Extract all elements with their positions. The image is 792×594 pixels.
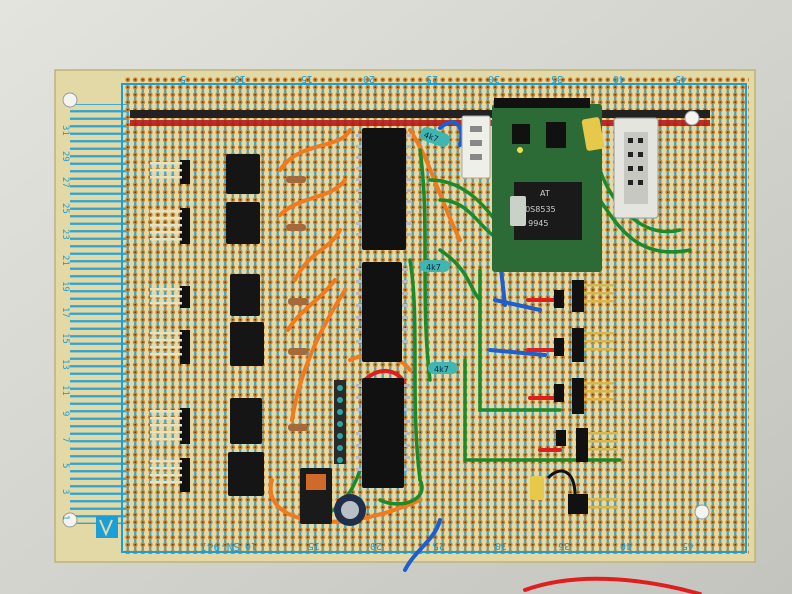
border-trace: [121, 83, 747, 553]
pin-header-right-4: [576, 428, 618, 462]
mounting-hole: [62, 92, 78, 108]
dip-ic-middle: [356, 262, 408, 362]
pin-header-left-4: [150, 330, 190, 364]
left-scale: 31 29 27 25 23 21 19 17 15 13 11 9 7 5 3…: [60, 125, 70, 520]
module-ic-small: [512, 124, 530, 144]
pin-header-left-5: [150, 408, 190, 444]
scale-label: 15: [308, 540, 320, 551]
scale-label: 3: [60, 489, 70, 494]
resistor: [286, 176, 306, 183]
power-rail-black: [130, 110, 710, 118]
scale-label: 19: [60, 281, 70, 292]
scale-label: 30: [495, 540, 507, 551]
pin-header-right-2: [572, 328, 614, 362]
scale-label: 25: [60, 203, 70, 214]
dip-ic-lower: [356, 378, 410, 488]
scale-label: 35: [558, 540, 570, 551]
scale-label: 7: [60, 437, 70, 442]
electrolytic-capacitor: [334, 494, 366, 526]
scale-label: 35: [551, 73, 563, 84]
optocoupler-chip: [230, 274, 260, 316]
teal-resistor: 4k7: [420, 126, 450, 148]
crystal: [510, 196, 526, 226]
yellow-capacitor: [581, 117, 605, 151]
dip-ic-upper: [356, 128, 412, 250]
mounting-hole: [694, 504, 710, 520]
power-rail-red: [130, 120, 710, 126]
scale-label: 25: [433, 540, 445, 551]
white-connector-small: [461, 115, 491, 179]
optocoupler-chip: [226, 202, 260, 244]
green-wires: [308, 148, 692, 518]
scale-label: 15: [301, 73, 313, 84]
optocoupler-chip: [228, 452, 264, 496]
mcu-chip-text: AT: [540, 189, 550, 198]
optocoupler-chip: [230, 398, 262, 444]
teal-resistor: 4k7: [428, 362, 458, 374]
module-led: [517, 147, 523, 153]
scale-label: 45: [682, 540, 694, 551]
resistor: [288, 348, 308, 355]
scale-label: 20: [363, 73, 375, 84]
mounting-hole: [62, 512, 78, 528]
scale-label: 10: [234, 73, 246, 84]
bottom-scale: SN-941 10 15 20 25 30 35 40 45: [200, 540, 694, 553]
edge-traces: [70, 104, 128, 524]
scale-label: 29: [60, 151, 70, 162]
scale-label: 10: [245, 540, 257, 551]
top-scale: 5 10 15 20 25 30 35 40 45: [180, 73, 687, 84]
orange-wires: [268, 128, 462, 524]
scale-label: 40: [613, 73, 625, 84]
module-ic-small: [546, 122, 566, 148]
resistor-row: [286, 176, 308, 431]
scale-label: 20: [370, 540, 382, 551]
scale-label: 17: [60, 307, 70, 318]
resistor: [288, 424, 308, 431]
pin-header-left-1: [150, 160, 190, 184]
scale-label: 9: [60, 411, 70, 416]
resistor-marking: 4k7: [434, 365, 449, 374]
pin-header-right-3: [572, 378, 614, 414]
yellow-capacitor: [530, 476, 544, 500]
resistor-marking: 4k7: [426, 263, 441, 272]
mounting-hole: [684, 110, 700, 126]
scale-label: 15: [60, 333, 70, 344]
scale-label: 25: [426, 73, 438, 84]
mcu-chip-text: 90S8535: [520, 205, 556, 214]
pin-header-left-2: [150, 208, 190, 244]
small-components-right: [554, 290, 566, 446]
pin-header-right-5: [546, 469, 618, 514]
optocoupler-chip: [226, 154, 260, 194]
scale-label: 27: [60, 177, 70, 188]
pin-header-left-6: [150, 458, 190, 492]
scale-label: 11: [60, 385, 70, 396]
voltage-regulator: [300, 468, 332, 524]
scale-label: 23: [60, 229, 70, 240]
resistor-network: [334, 380, 346, 464]
manufacturer-logo: [96, 516, 118, 538]
scale-label: 5: [180, 73, 186, 84]
pin-header-left-3: [150, 286, 190, 308]
optocoupler-row: [226, 154, 264, 496]
scale-label: 1: [60, 515, 70, 520]
scale-label: 30: [488, 73, 500, 84]
pin-header-right-1: [572, 280, 614, 312]
microcontroller-module: AT 90S8535 C 9945: [492, 98, 602, 272]
red-wires: [363, 298, 702, 594]
scale-label: 13: [60, 359, 70, 370]
scale-label: 45: [675, 73, 687, 84]
manufacturer-logo: [99, 519, 113, 537]
mcu-chip-text: C 9945: [520, 219, 549, 228]
resistor: [288, 298, 308, 305]
scale-label: 21: [60, 255, 70, 266]
optocoupler-chip: [230, 322, 264, 366]
scale-label: 31: [60, 125, 70, 136]
box-header-connector: [613, 117, 659, 219]
scale-label: 40: [620, 540, 632, 551]
teal-resistor: 4k7: [420, 260, 450, 272]
resistor: [286, 224, 306, 231]
board-code: SN-941: [200, 540, 240, 553]
scale-label: 5: [60, 463, 70, 468]
